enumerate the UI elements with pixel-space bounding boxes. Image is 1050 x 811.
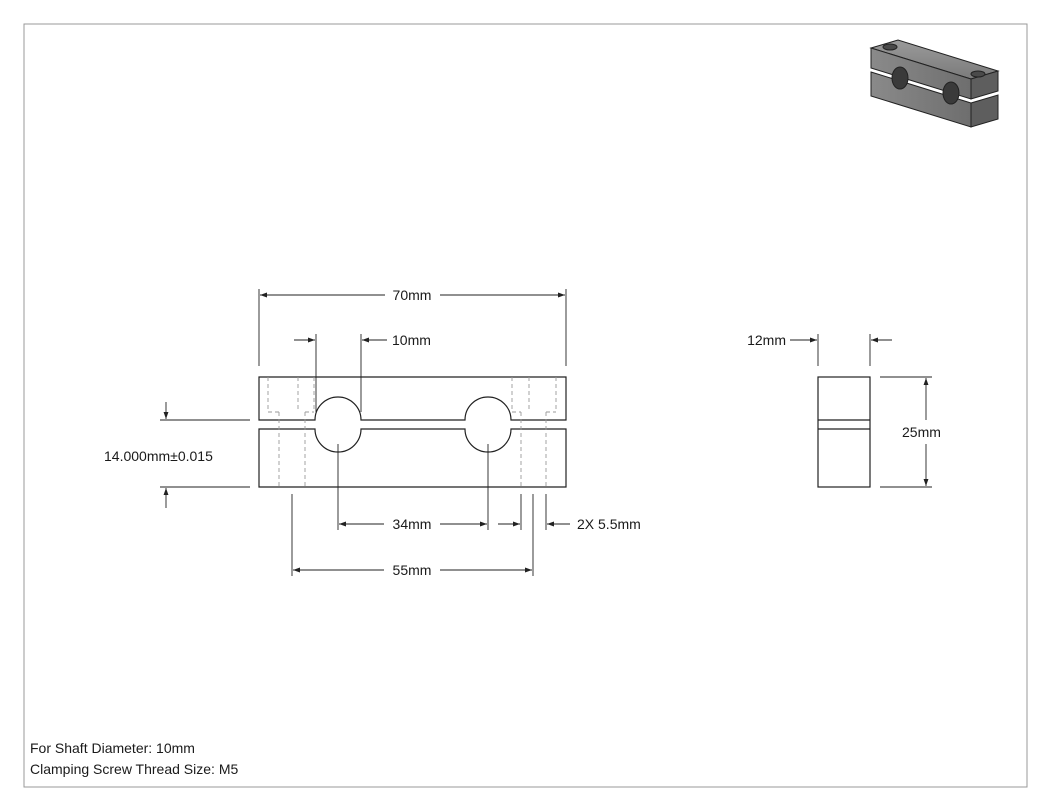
- dim-slot-width: 10mm: [392, 332, 431, 348]
- dim-overall-length: 70mm: [393, 287, 432, 303]
- dim-thickness: 12mm: [747, 332, 786, 348]
- dim-screw-hole: 2X 5.5mm: [577, 516, 641, 532]
- front-view-lower-outline: [258, 428, 567, 488]
- note-shaft-diameter: For Shaft Diameter: 10mm: [30, 740, 195, 756]
- isometric-preview: [869, 39, 1000, 128]
- dim-hole-spacing: 34mm: [393, 516, 432, 532]
- note-screw-thread: Clamping Screw Thread Size: M5: [30, 761, 239, 777]
- front-view: [258, 376, 567, 488]
- dim-shaft-bore: 14.000mm±0.015: [104, 448, 213, 464]
- side-view: [817, 376, 871, 488]
- dimension-lines: [160, 289, 570, 576]
- dim-height: 25mm: [902, 424, 941, 440]
- dim-screw-spacing: 55mm: [393, 562, 432, 578]
- front-view-hidden-lines: [267, 377, 557, 487]
- side-view-dimension-lines: [790, 334, 932, 488]
- sheet-border: [23, 23, 1028, 788]
- front-view-upper-outline: [258, 376, 567, 421]
